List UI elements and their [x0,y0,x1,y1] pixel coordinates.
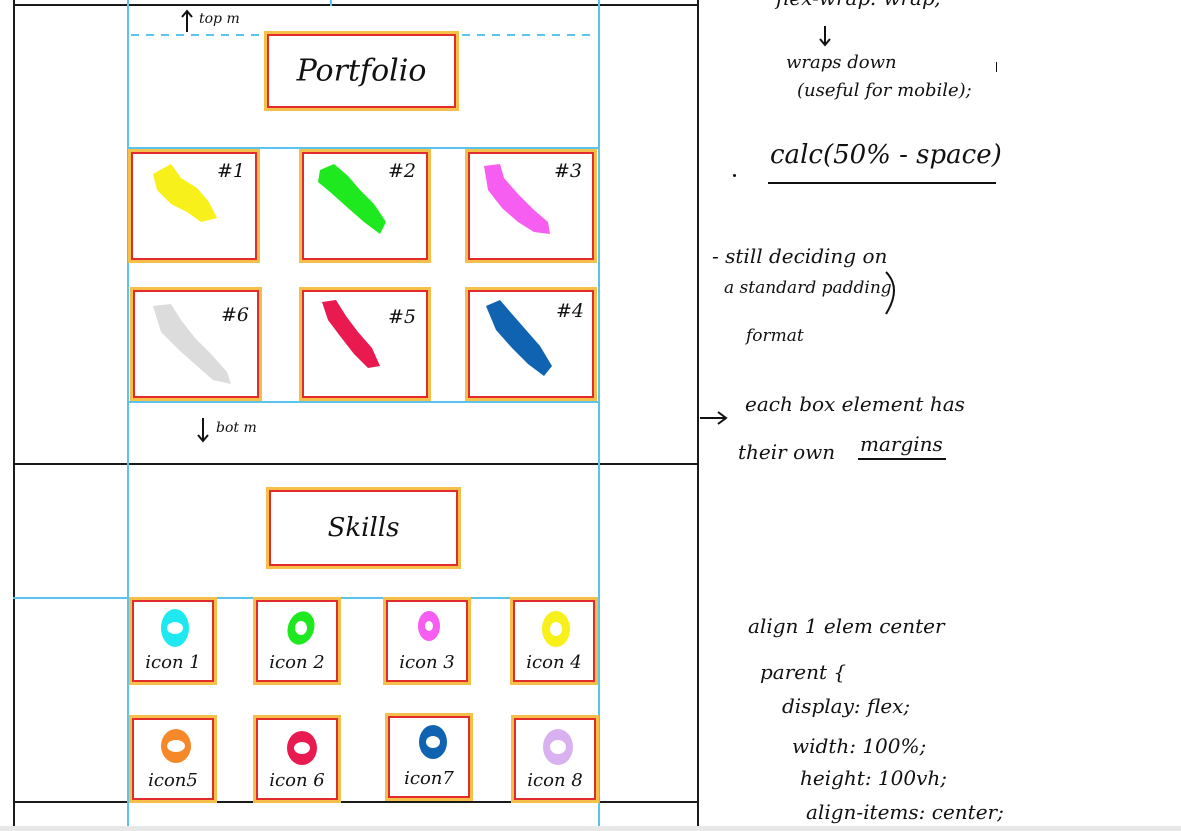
guide-mid-top [330,0,332,6]
skill-icon-card-7[interactable]: icon7 [385,713,473,801]
icon-placeholder-icon [287,731,317,765]
scribble-icon [322,300,380,368]
portfolio-card-1[interactable]: #1 [128,149,260,263]
frame-right-line [697,0,699,831]
skills-title-box: Skills [266,487,461,569]
skill-icon-card-2[interactable]: icon 2 [253,597,341,685]
right-arrow-icon [700,411,728,425]
down-arrow-icon [197,418,209,443]
portfolio-title: Portfolio [296,53,427,89]
bottom-bar [0,826,1181,831]
scribble-icon [318,164,386,234]
skill-icon-card-6[interactable]: icon 6 [253,715,341,803]
skills-title: Skills [327,513,400,543]
guide-right [598,0,600,831]
scribble-icon [484,164,550,234]
scribble-icon [153,304,231,384]
portfolio-card-2[interactable]: #2 [299,149,431,263]
scribble-icon [153,164,217,222]
note-css-align: align-items: center; [806,800,1004,824]
top-margin-label: top m [199,11,240,27]
small-dot [733,174,736,177]
icon-placeholder-icon [418,611,440,641]
frame-bottom-line [13,801,698,803]
note-css-height: height: 100vh; [800,766,948,790]
frame-top-line [13,4,698,6]
skill-icon-label: icon7 [404,768,454,789]
note-margins-1: each box element has [745,392,965,416]
guide-skills-grid-top [13,597,599,599]
skill-icon-card-4[interactable]: icon 4 [510,597,598,685]
down-arrow-icon [819,26,831,47]
note-calc-underline [768,182,996,184]
skill-icon-card-3[interactable]: icon 3 [383,597,471,685]
icon-placeholder-icon [161,609,189,647]
guide-top-margin-dashed [131,34,593,36]
guide-portfolio-grid-top [127,147,599,149]
bottom-margin-label: bot m [216,420,257,436]
skill-icon-label: icon 2 [269,652,325,673]
icon-placeholder-icon [161,729,191,763]
icon-placeholder-icon [542,611,570,647]
note-css-width: width: 100%; [792,734,927,758]
skill-icon-card-8[interactable]: icon 8 [511,715,599,803]
note-useful-mobile: (useful for mobile); [797,80,972,101]
bracket-icon [885,271,895,315]
portfolio-tag: #3 [553,160,582,182]
portfolio-tag: #1 [216,160,245,182]
small-tick [996,62,997,72]
note-padding-1: - still deciding on [712,244,888,268]
icon-placeholder-icon [419,725,447,759]
portfolio-tag: #5 [387,306,416,328]
portfolio-tag: #6 [220,304,249,326]
note-padding-2: a standard padding [724,278,892,298]
portfolio-title-box: Portfolio [264,31,459,111]
portfolio-card-3[interactable]: #3 [465,149,597,263]
skill-icon-card-1[interactable]: icon 1 [129,597,217,685]
portfolio-card-5[interactable]: #5 [299,287,431,401]
note-wraps-down: wraps down [786,52,897,73]
guide-portfolio-grid-bottom [127,401,599,403]
note-margins-3: margins [860,432,943,456]
section-divider-line [13,463,698,465]
skill-icon-label: icon 6 [269,770,325,791]
skill-icon-card-5[interactable]: icon5 [129,715,217,803]
note-flex-wrap: flex-wrap: wrap; [776,0,942,10]
note-margins-2: their own [738,440,836,464]
skill-icon-label: icon 1 [145,652,201,673]
portfolio-card-4[interactable]: #4 [465,287,597,401]
note-padding-3: format [746,326,804,346]
icon-placeholder-icon [543,729,573,765]
skill-icon-label: icon 8 [527,770,583,791]
portfolio-card-6[interactable]: #6 [130,287,262,401]
note-margins-underline [858,458,946,460]
frame-left-line [13,0,15,831]
portfolio-tag: #4 [555,300,584,322]
portfolio-tag: #2 [387,160,416,182]
note-parent: parent { [760,660,847,684]
skill-icon-label: icon5 [148,770,198,791]
guide-left [127,0,129,831]
icon-placeholder-icon [287,611,315,645]
note-align-title: align 1 elem center [748,614,945,638]
up-arrow-icon [181,9,193,32]
skill-icon-label: icon 4 [526,652,582,673]
note-calc: calc(50% - space) [770,140,1002,170]
note-css-display: display: flex; [782,694,911,718]
skill-icon-label: icon 3 [399,652,455,673]
scribble-icon [486,300,552,376]
